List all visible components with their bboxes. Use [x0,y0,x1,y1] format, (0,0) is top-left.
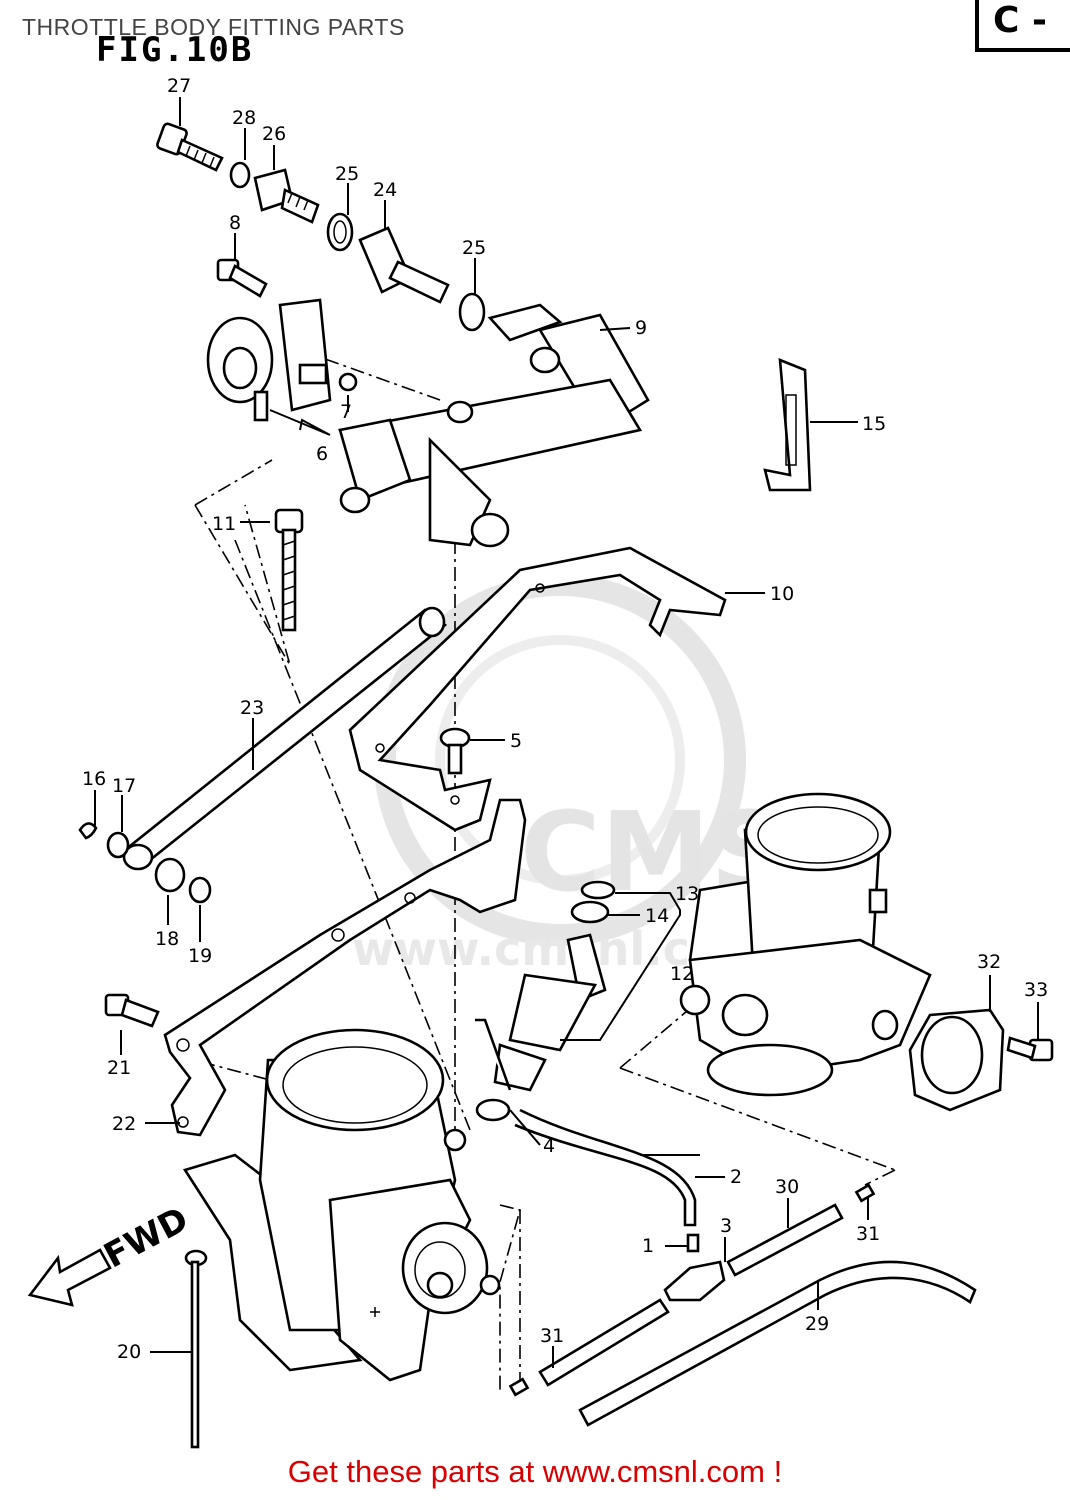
callout-24: 24 [373,179,397,201]
callout-33: 33 [1024,979,1048,1001]
callout-32: 32 [977,951,1001,973]
forward-direction-arrow: FWD [27,1199,195,1307]
callout-20: 20 [117,1341,141,1363]
section-code-box: C - [975,0,1070,52]
callout-17: 17 [112,775,136,797]
callout-4: 4 [543,1135,555,1157]
callout-3: 3 [720,1215,732,1237]
part-19-washer [188,876,212,904]
callout-8: 8 [229,212,241,234]
part-30-hose [726,1203,844,1277]
callout-15: 15 [862,413,886,435]
part-26-union [253,168,320,224]
part-10-bracket [348,546,727,832]
part-25-o-ring [326,212,354,252]
part-15-clamp [763,358,812,492]
callout-31b: 31 [540,1325,564,1347]
callout-25: 25 [335,163,359,185]
part-12-fuel-injector [493,933,607,1092]
part-7-o-ring [338,372,358,392]
callout-9: 9 [635,317,647,339]
part-21-bolt [104,993,160,1028]
callout-26: 26 [262,123,286,145]
part-31b-cap [508,1377,530,1397]
callout-10: 10 [770,583,794,605]
callout-numbers: 27 28 26 25 24 25 8 9 7 6 15 11 10 5 23 … [82,75,1048,1363]
part-3-joint [663,1260,726,1302]
part-2-hose [475,1018,697,1227]
part-32-throttle-position-sensor [908,1008,1005,1112]
part-25b-o-ring [458,292,486,332]
callout-30: 30 [775,1176,799,1198]
part-4-seal [475,1098,511,1122]
assembly-guide-lines [174,349,896,1390]
part-14-cushion [570,900,610,924]
part-29-hose [578,1260,977,1427]
page-title: THROTTLE BODY FITTING PARTS [22,14,405,40]
callout-leader-lines [94,97,1039,1368]
part-20-tie-pin [184,1249,208,1449]
part-22-bracket [163,798,527,1137]
fwd-label: FWD [98,1199,195,1276]
part-27-bolt [156,122,224,172]
shop-link[interactable]: Get these parts at www.cmsnl.com ! [287,1454,783,1489]
part-17-washer [106,831,130,859]
part-28-washer [229,161,251,189]
part-24-pipe [358,226,450,304]
part-1-cap [686,1233,700,1253]
callout-29: 29 [805,1313,829,1335]
callout-13: 13 [675,883,699,905]
part-23-rod [122,606,448,871]
part-11-bolt [274,508,304,632]
callout-28: 28 [232,107,256,129]
callout-14: 14 [645,905,669,927]
callout-2: 2 [730,1166,742,1188]
part-13-o-ring [580,880,616,900]
callout-21: 21 [107,1057,131,1079]
callout-11: 11 [212,513,236,535]
callout-16: 16 [82,768,106,790]
callout-27: 27 [167,75,191,97]
section-code: C - [993,0,1047,41]
callout-19: 19 [188,945,212,967]
part-25-o-ring-inner [333,220,347,244]
throttle-body-right [679,792,932,1097]
callout-6: 6 [316,443,328,465]
part-6-pressure-regulator [206,298,332,422]
callout-22: 22 [112,1113,136,1135]
callout-23: 23 [240,697,264,719]
part-16-clip [78,822,98,840]
part-31-cap [854,1183,876,1203]
part-33-screw [1006,1036,1054,1062]
callout-25b: 25 [462,237,486,259]
part-18-spring [154,857,186,893]
callout-12: 12 [670,963,694,985]
callout-18: 18 [155,928,179,950]
part-hose-lower [538,1298,670,1387]
callout-5: 5 [510,730,522,752]
part-9-fuel-delivery-pipe [338,303,650,548]
callout-7: 7 [340,401,352,423]
throttle-body-left [182,1028,501,1382]
part-5-screw [439,727,471,775]
callout-31: 31 [856,1223,880,1245]
part-8-bolt [216,258,268,298]
callout-1: 1 [642,1235,654,1257]
figure-label: FIG.10B [96,30,254,70]
